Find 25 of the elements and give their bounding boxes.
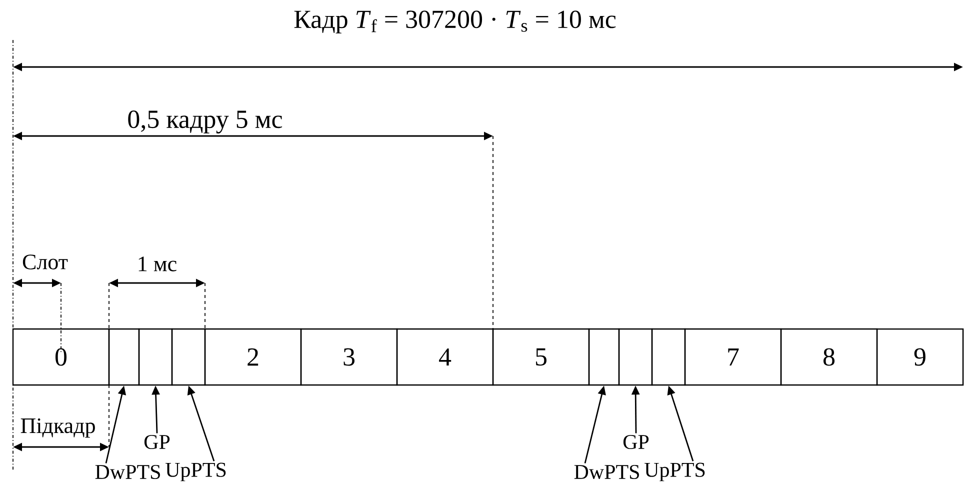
subframe-field xyxy=(138,328,173,386)
dimension-label: Слот xyxy=(22,254,68,270)
leader-label: DwPTS xyxy=(574,464,639,480)
leader-label: UpPTS xyxy=(166,462,226,482)
frame-cell: 2 xyxy=(204,328,302,386)
frame-cell: 0 xyxy=(12,328,110,386)
frame-label: Кадр T$_{f}$ = 307200 · T$_{s}$ = 10 мс xyxy=(294,10,616,34)
frame-cell: 8 xyxy=(780,328,878,386)
leader-label: UpPTS xyxy=(644,462,705,482)
dimension-label: 1 мс xyxy=(138,256,176,272)
subframe-field xyxy=(588,328,620,386)
frame-cell: 3 xyxy=(300,328,398,386)
dimension-label: Підкадр xyxy=(20,418,95,438)
leader-label: GP xyxy=(623,434,649,450)
leader-label: GP xyxy=(144,434,170,450)
subframe-field xyxy=(618,328,653,386)
frame-cell: 7 xyxy=(684,328,782,386)
leader-label: DwPTS xyxy=(95,464,160,480)
subframe-field xyxy=(108,328,140,386)
frame-cell: 9 xyxy=(876,328,964,386)
subframe-field xyxy=(651,328,686,386)
subframe-field xyxy=(171,328,206,386)
dimension-label: 0,5 кадру 5 мс xyxy=(128,110,282,134)
frame-cell: 4 xyxy=(396,328,494,386)
frame-cell: 5 xyxy=(492,328,590,386)
